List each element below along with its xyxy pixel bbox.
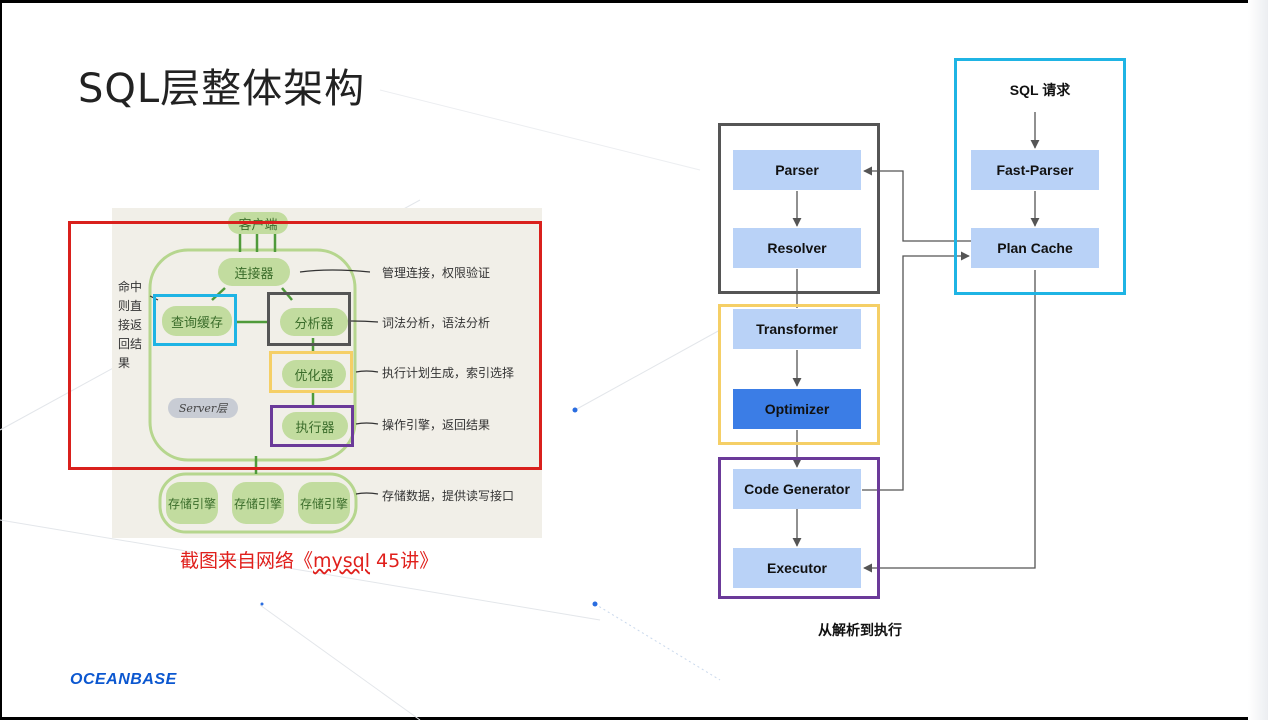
query-cache-cyan-box — [153, 294, 237, 346]
storage-engine-3: 存储引擎 — [298, 482, 350, 524]
codegen-to-plancache-arrow — [862, 251, 970, 491]
storage-layer-outline — [158, 472, 358, 534]
caption-book: mysql — [313, 550, 371, 572]
source-caption: 截图来自网络《mysql 45讲》 — [180, 546, 438, 573]
optimizer-yellow-box — [269, 351, 353, 393]
transformer-node: Transformer — [733, 309, 861, 349]
plan-cache-node: Plan Cache — [971, 228, 1099, 268]
decor-dot — [592, 601, 598, 607]
client-arrows — [238, 234, 277, 252]
optimize-stage-group — [718, 304, 880, 445]
storage-engine-2: 存储引擎 — [232, 482, 284, 524]
optimizer-node: 优化器 — [282, 360, 346, 388]
note-arrows — [299, 269, 379, 495]
analyzer-gray-box — [267, 292, 351, 346]
sql-request-label: SQL 请求 — [1009, 82, 1071, 98]
decor-line — [0, 519, 601, 621]
executor-node: 执行器 — [282, 412, 348, 440]
code-generator-node: Code Generator — [733, 469, 861, 509]
plancache-to-parser-arrow — [863, 166, 971, 242]
caption-prefix: 截图来自网络《 — [180, 550, 314, 572]
oceanbase-logo: OCEANBASE — [70, 671, 177, 688]
resolver-node: Resolver — [733, 228, 861, 268]
connector-node: 连接器 — [218, 258, 290, 286]
server-layer-red-box — [68, 221, 542, 470]
query-cache-node: 查询缓存 — [162, 306, 232, 336]
caption-suffix: 45讲》 — [370, 550, 439, 572]
server-layer-outline — [148, 248, 357, 462]
decor-line — [594, 603, 721, 681]
storage-engine-1: 存储引擎 — [166, 482, 218, 524]
analyzer-node: 分析器 — [280, 308, 348, 336]
parse-stage-group — [718, 123, 880, 294]
optimizer-node-flow: Optimizer — [733, 389, 861, 429]
executor-node-flow: Executor — [733, 548, 861, 588]
flowchart-caption: 从解析到执行 — [818, 622, 902, 638]
slide-title: SQL层整体架构 — [78, 66, 366, 112]
decor-line — [259, 604, 421, 720]
decor-dot — [260, 602, 264, 606]
slide-edge-shade — [1248, 0, 1268, 720]
executor-purple-box — [270, 405, 354, 447]
parser-node: Parser — [733, 150, 861, 190]
cache-hit-note: 命中则直接返回结果 — [118, 280, 143, 370]
decor-line — [574, 329, 721, 411]
execute-stage-group — [718, 457, 880, 599]
decor-line — [379, 89, 701, 171]
decor-dot — [572, 407, 578, 413]
storage-note: 存储数据，提供读写接口 — [382, 489, 515, 503]
fast-path-group — [954, 58, 1126, 295]
optimizer-note: 执行计划生成，索引选择 — [382, 366, 515, 380]
plancache-to-executor-arrow — [863, 270, 1036, 573]
executor-note: 操作引擎，返回结果 — [382, 418, 491, 432]
analyzer-note: 词法分析，语法分析 — [382, 316, 491, 330]
connector-note: 管理连接，权限验证 — [382, 266, 491, 280]
server-layer-label: Server层 — [168, 398, 238, 418]
fast-parser-node: Fast-Parser — [971, 150, 1099, 190]
